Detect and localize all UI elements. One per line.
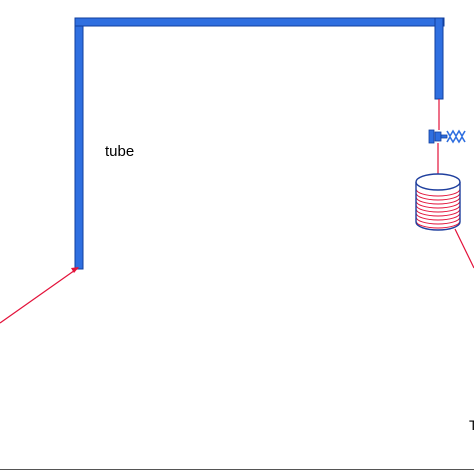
tube-right-segment xyxy=(434,17,444,100)
coil-winding xyxy=(415,200,461,209)
coil-winding xyxy=(415,212,461,221)
coil-winding xyxy=(415,220,461,229)
wire-left-arrowhead xyxy=(71,267,79,273)
coil-winding xyxy=(415,192,461,201)
wire-coil-out xyxy=(454,228,474,269)
tube-top-segment xyxy=(74,17,445,27)
coil-winding xyxy=(415,204,461,213)
coil-reel-icon xyxy=(415,173,461,231)
coil-winding xyxy=(415,196,461,205)
coil-winding xyxy=(415,216,461,225)
coil-winding xyxy=(415,188,461,197)
clamp-connector-icon xyxy=(428,129,466,144)
edge-mark-label: T xyxy=(469,417,474,433)
tube-left-segment xyxy=(74,17,84,270)
wire-left-in xyxy=(0,267,79,324)
coil-winding xyxy=(415,208,461,217)
tube-label: tube xyxy=(105,143,135,160)
bottom-divider xyxy=(0,469,474,470)
